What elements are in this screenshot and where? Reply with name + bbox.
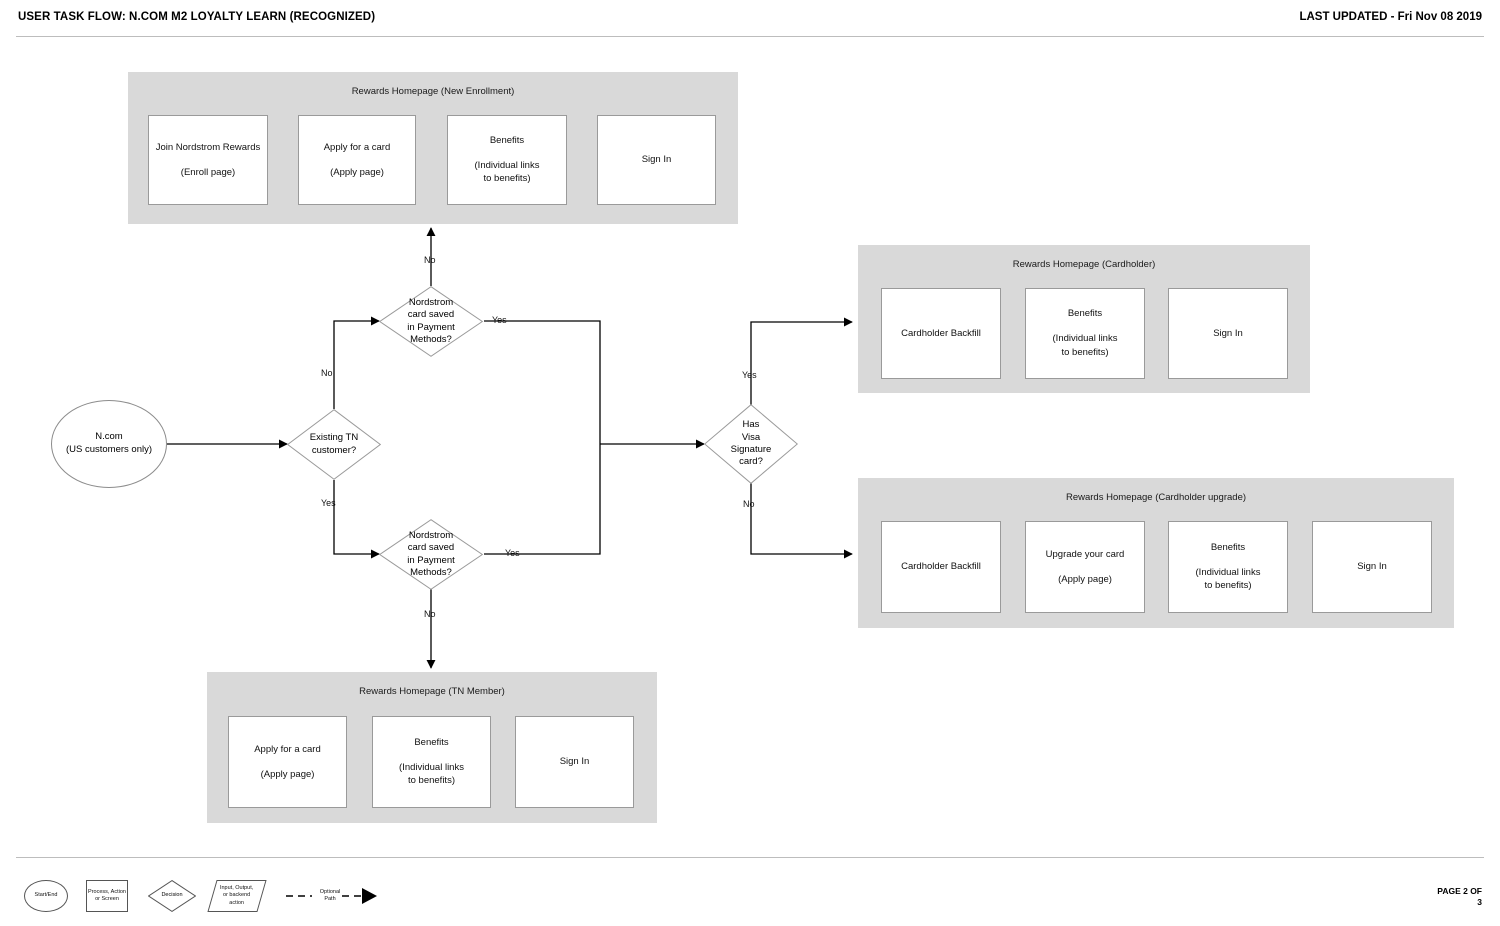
decision-label: Nordstrom card saved in Payment Methods? xyxy=(407,296,455,345)
screen-label: Sign In xyxy=(641,154,672,166)
edge-label-visa-yes: Yes xyxy=(742,370,757,380)
screen-label: Apply for a card xyxy=(323,141,391,153)
legend-io-shape: Input, Output, or backend action xyxy=(207,880,267,912)
screen-apply-for-a-card-enrollment[interactable]: Apply for a card (Apply page) xyxy=(298,115,416,205)
edge-label-bottom-card-yes: Yes xyxy=(505,548,520,558)
decision-existing-tn-customer[interactable]: Existing TN customer? xyxy=(287,409,381,480)
group-title-tn-member: Rewards Homepage (TN Member) xyxy=(359,686,505,697)
screen-apply-for-a-card-tn[interactable]: Apply for a card (Apply page) xyxy=(228,716,347,808)
screen-upgrade-your-card[interactable]: Upgrade your card (Apply page) xyxy=(1025,521,1145,613)
edge-label-top-card-yes: Yes xyxy=(492,315,507,325)
page-number: PAGE 2 OF 3 xyxy=(1437,886,1482,907)
edge-label-top-card-no: No xyxy=(424,255,436,265)
start-node-label: N.com (US customers only) xyxy=(65,431,153,455)
edge-label-bottom-card-no: No xyxy=(424,609,436,619)
screen-label: Benefits xyxy=(1210,541,1246,553)
decision-card-saved-bottom[interactable]: Nordstrom card saved in Payment Methods? xyxy=(379,519,483,590)
screen-sublabel: (Apply page) xyxy=(260,768,315,780)
edge-label-tn-no: No xyxy=(321,368,333,378)
screen-label: Sign In xyxy=(1357,561,1387,573)
screen-sublabel: (Individual links to benefits) xyxy=(1195,566,1261,592)
screen-label: Benefits xyxy=(1067,308,1103,320)
screen-sublabel: (Individual links to benefits) xyxy=(474,159,540,185)
legend-process-shape: Process, Action or Screen xyxy=(86,880,128,912)
screen-cardholder-backfill[interactable]: Cardholder Backfill xyxy=(881,288,1001,379)
start-node-ncom[interactable]: N.com (US customers only) xyxy=(51,400,167,488)
screen-sign-in-cardholder[interactable]: Sign In xyxy=(1168,288,1288,379)
diamond-shape xyxy=(379,519,483,590)
screen-sublabel: (Enroll page) xyxy=(180,166,236,178)
diamond-shape xyxy=(704,404,798,484)
screen-sublabel: (Individual links to benefits) xyxy=(399,761,464,787)
screen-label: Sign In xyxy=(1213,327,1243,339)
legend-decision-label: Decision xyxy=(161,892,183,899)
group-title-cardholder: Rewards Homepage (Cardholder) xyxy=(1012,259,1156,270)
screen-benefits-enrollment[interactable]: Benefits (Individual links to benefits) xyxy=(447,115,567,205)
screen-sign-in-upgrade[interactable]: Sign In xyxy=(1312,521,1432,613)
screen-sign-in-tn[interactable]: Sign In xyxy=(515,716,634,808)
header-divider xyxy=(16,36,1484,37)
page-title: USER TASK FLOW: N.COM M2 LOYALTY LEARN (… xyxy=(18,11,376,23)
legend-start-end-shape: Start/End xyxy=(24,880,68,912)
screen-sign-in-enrollment[interactable]: Sign In xyxy=(597,115,716,205)
screen-sublabel: (Apply page) xyxy=(330,166,384,178)
screen-label: Apply for a card xyxy=(254,743,321,755)
decision-label: Nordstrom card saved in Payment Methods? xyxy=(407,529,455,578)
decision-label: Existing TN customer? xyxy=(309,432,359,456)
legend-optional-path-label-wrap: Optional Path xyxy=(300,880,360,912)
screen-sublabel: (Individual links to benefits) xyxy=(1052,333,1118,358)
group-title-new-enrollment: Rewards Homepage (New Enrollment) xyxy=(351,86,515,97)
legend-io-label: Input, Output, or backend action xyxy=(220,884,254,906)
screen-label: Benefits xyxy=(414,736,449,748)
screen-benefits-tn[interactable]: Benefits (Individual links to benefits) xyxy=(372,716,491,808)
diamond-shape xyxy=(287,409,381,480)
footer-divider xyxy=(16,857,1484,858)
legend-optional-path-arrow xyxy=(286,888,377,904)
screen-label: Upgrade your card xyxy=(1045,548,1125,560)
diamond-shape xyxy=(379,286,483,357)
decision-has-visa-signature-card[interactable]: Has Visa Signature card? xyxy=(704,404,798,484)
legend-optional-path-label: Optional Path xyxy=(317,888,343,904)
screen-label: Benefits xyxy=(489,134,525,146)
edge-label-visa-no: No xyxy=(743,499,755,509)
screen-label: Sign In xyxy=(559,756,590,768)
edge-label-tn-yes: Yes xyxy=(321,498,336,508)
decision-card-saved-top[interactable]: Nordstrom card saved in Payment Methods? xyxy=(379,286,483,357)
group-title-cardholder-upgrade: Rewards Homepage (Cardholder upgrade) xyxy=(1065,492,1247,503)
legend-decision-shape: Decision xyxy=(148,880,196,912)
screen-label: Cardholder Backfill xyxy=(901,327,981,339)
screen-label: Cardholder Backfill xyxy=(901,561,981,573)
legend-start-end-label: Start/End xyxy=(34,892,58,899)
diamond-shape xyxy=(148,880,196,912)
screen-join-nordstrom-rewards[interactable]: Join Nordstrom Rewards (Enroll page) xyxy=(148,115,268,205)
legend-process-label: Process, Action or Screen xyxy=(88,888,126,902)
screen-label: Join Nordstrom Rewards xyxy=(155,141,261,153)
screen-benefits-upgrade[interactable]: Benefits (Individual links to benefits) xyxy=(1168,521,1288,613)
last-updated-label: LAST UPDATED - Fri Nov 08 2019 xyxy=(1299,11,1482,23)
screen-sublabel: (Apply page) xyxy=(1058,573,1112,585)
screen-benefits-cardholder[interactable]: Benefits (Individual links to benefits) xyxy=(1025,288,1145,379)
screen-cardholder-backfill-upgrade[interactable]: Cardholder Backfill xyxy=(881,521,1001,613)
decision-label: Has Visa Signature card? xyxy=(730,419,772,468)
